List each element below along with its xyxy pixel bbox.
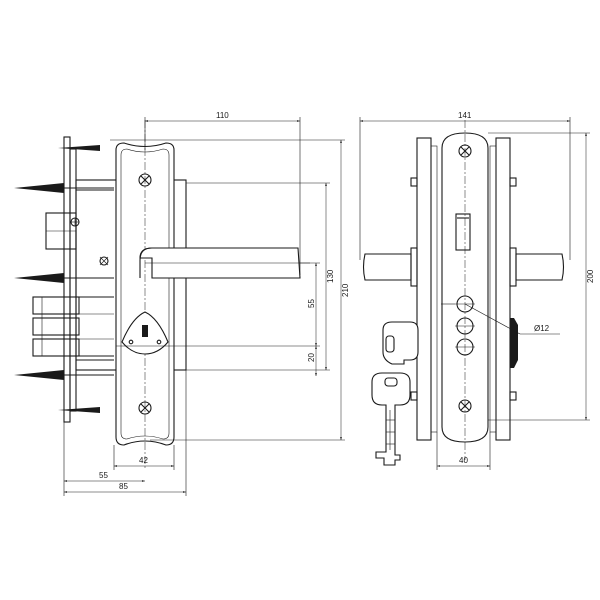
front-reference-lines: [63, 117, 345, 496]
dim-130: 130: [326, 269, 335, 283]
plate-screws: [138, 173, 152, 415]
side-cylinder-knob: [510, 318, 518, 368]
front-view: [14, 117, 345, 496]
side-lock-case: [441, 120, 489, 460]
dim-110: 110: [216, 111, 229, 120]
dim-141: 141: [458, 111, 472, 120]
dim-55-horizontal: 55: [99, 471, 108, 480]
dim-55-vertical: 55: [307, 299, 316, 308]
dim-42: 42: [139, 456, 148, 465]
side-screws: [458, 144, 472, 413]
anchor-spikes: [14, 145, 114, 413]
deadbolts: [32, 296, 114, 357]
dimension-labels: 110 141 130 210 200 55 20 42 55 85 40 Ø1…: [99, 111, 595, 491]
side-reference-lines: [359, 117, 590, 470]
dimension-lines: [64, 120, 587, 493]
dim-210: 210: [341, 283, 350, 297]
dim-diameter-12: Ø12: [534, 324, 550, 333]
dim-20: 20: [307, 353, 316, 362]
side-view: [359, 117, 590, 470]
escutcheon-plate: [115, 120, 175, 470]
side-handles: [362, 247, 565, 287]
cylinder-cover: [116, 311, 320, 355]
dim-200: 200: [586, 269, 595, 283]
keys: [371, 321, 419, 466]
dim-85: 85: [119, 482, 128, 491]
handle-lever: [139, 247, 310, 279]
side-plates: [410, 137, 517, 441]
dim-40: 40: [459, 456, 468, 465]
